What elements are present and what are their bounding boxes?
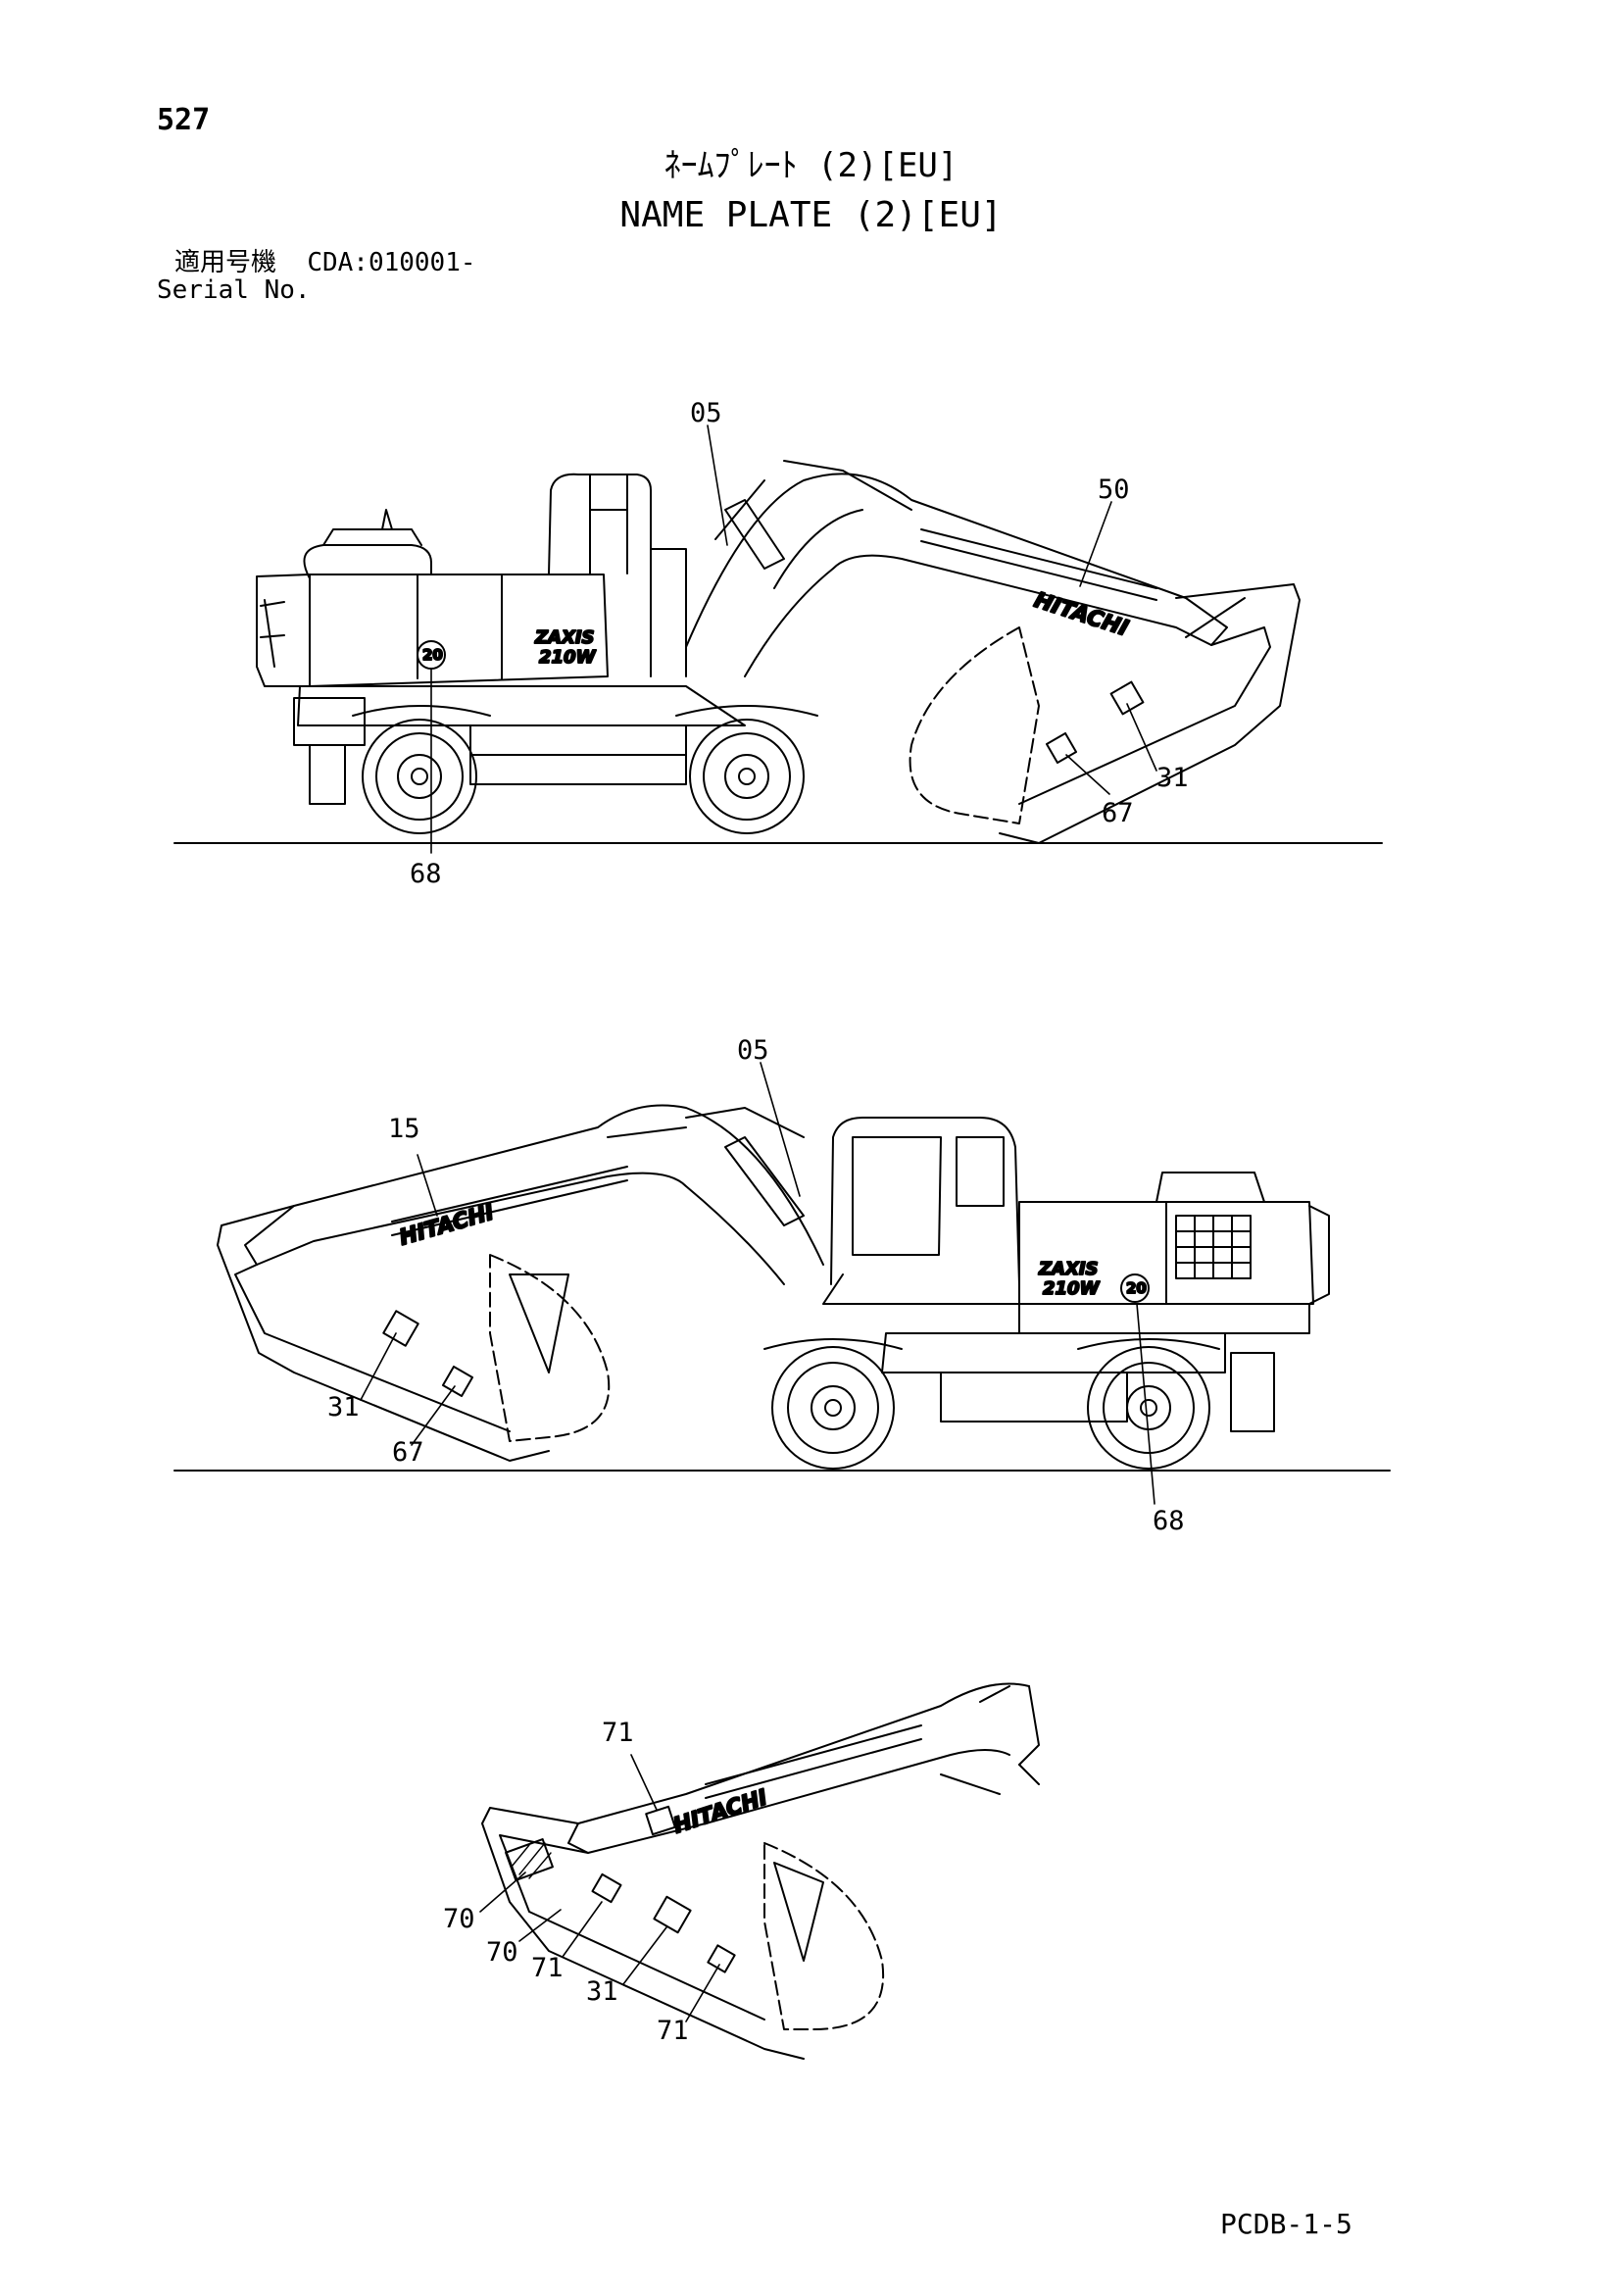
model-logo-line2: 210W — [1043, 1278, 1101, 1299]
left-side-view: HITACHI ZAXIS 210W 20 05 50 31 67 68 — [173, 398, 1383, 889]
callout-50: 50 — [1098, 474, 1130, 505]
cab — [548, 473, 652, 677]
label-67 — [441, 1365, 474, 1398]
callout-05: 05 — [690, 398, 722, 428]
label-70 — [505, 1838, 554, 1881]
front-wheel — [771, 1346, 895, 1470]
undercarriage — [297, 685, 746, 726]
page-title-japanese: ﾈｰﾑﾌﾟﾚｰﾄ (2)[EU] — [664, 146, 958, 185]
callout-05: 05 — [737, 1035, 769, 1066]
front-wheel — [689, 719, 805, 834]
label-31 — [1109, 680, 1145, 716]
boom — [685, 473, 1228, 677]
label-31 — [653, 1895, 692, 1934]
callout-68: 68 — [410, 859, 442, 889]
serial-number-value: CDA:010001- — [307, 248, 476, 277]
callout-71-third: 71 — [657, 2016, 689, 2046]
callout-31: 31 — [586, 1976, 618, 2007]
upper-structure — [1018, 1201, 1314, 1305]
arm — [217, 1205, 550, 1462]
counterweight — [256, 574, 311, 687]
callout-67: 67 — [392, 1437, 424, 1468]
model-logo-line1: ZAXIS — [1038, 1259, 1099, 1279]
boom — [244, 1104, 824, 1285]
serial-label: Serial No. — [157, 275, 311, 305]
model-logo-line2: 210W — [539, 647, 597, 668]
serial-number-row: 適用号機 CDA:010001- — [174, 250, 476, 275]
page-number: 527 — [157, 103, 211, 137]
page-title: NAME PLATE (2)[EU] — [619, 195, 1003, 235]
name-plate-number: 20 — [1126, 1279, 1147, 1297]
arm — [481, 1807, 805, 2060]
label-71-middle — [591, 1872, 622, 1904]
footer-code: PCDB-1-5 — [1220, 2208, 1352, 2240]
label-67 — [1045, 731, 1078, 765]
front-attachment-view: HITACHI 71 70 70 71 31 71 — [443, 1682, 1040, 2060]
rear-wheel — [362, 719, 477, 834]
callout-31: 31 — [327, 1392, 360, 1423]
rear-wheel — [1087, 1346, 1210, 1470]
callout-71-second: 71 — [531, 1953, 564, 1983]
label-71-lower — [707, 1944, 736, 1973]
callout-70-second: 70 — [486, 1937, 518, 1968]
right-side-view: HITACHI ZAXIS 210W 20 05 15 31 67 68 — [173, 1035, 1391, 1536]
arm — [999, 583, 1301, 844]
bucket — [763, 1842, 885, 2030]
model-logo-line1: ZAXIS — [534, 627, 595, 648]
name-plate-number: 20 — [422, 646, 443, 664]
callout-31: 31 — [1156, 763, 1189, 793]
upper-structure — [309, 574, 609, 687]
cab — [830, 1117, 1020, 1285]
label-71-upper — [645, 1805, 676, 1836]
callout-15: 15 — [388, 1114, 420, 1144]
callout-68: 68 — [1153, 1506, 1185, 1536]
bucket — [909, 626, 1040, 824]
undercarriage — [881, 1332, 1226, 1373]
label-31 — [382, 1310, 419, 1347]
bucket — [489, 1254, 611, 1442]
callout-71: 71 — [602, 1718, 634, 1748]
callout-67: 67 — [1102, 798, 1134, 828]
callout-70: 70 — [443, 1904, 475, 1934]
name-plate-badge — [1120, 1273, 1150, 1303]
serial-label-japanese: 適用号機 — [174, 248, 277, 277]
brand-logo: HITACHI — [1031, 588, 1131, 641]
